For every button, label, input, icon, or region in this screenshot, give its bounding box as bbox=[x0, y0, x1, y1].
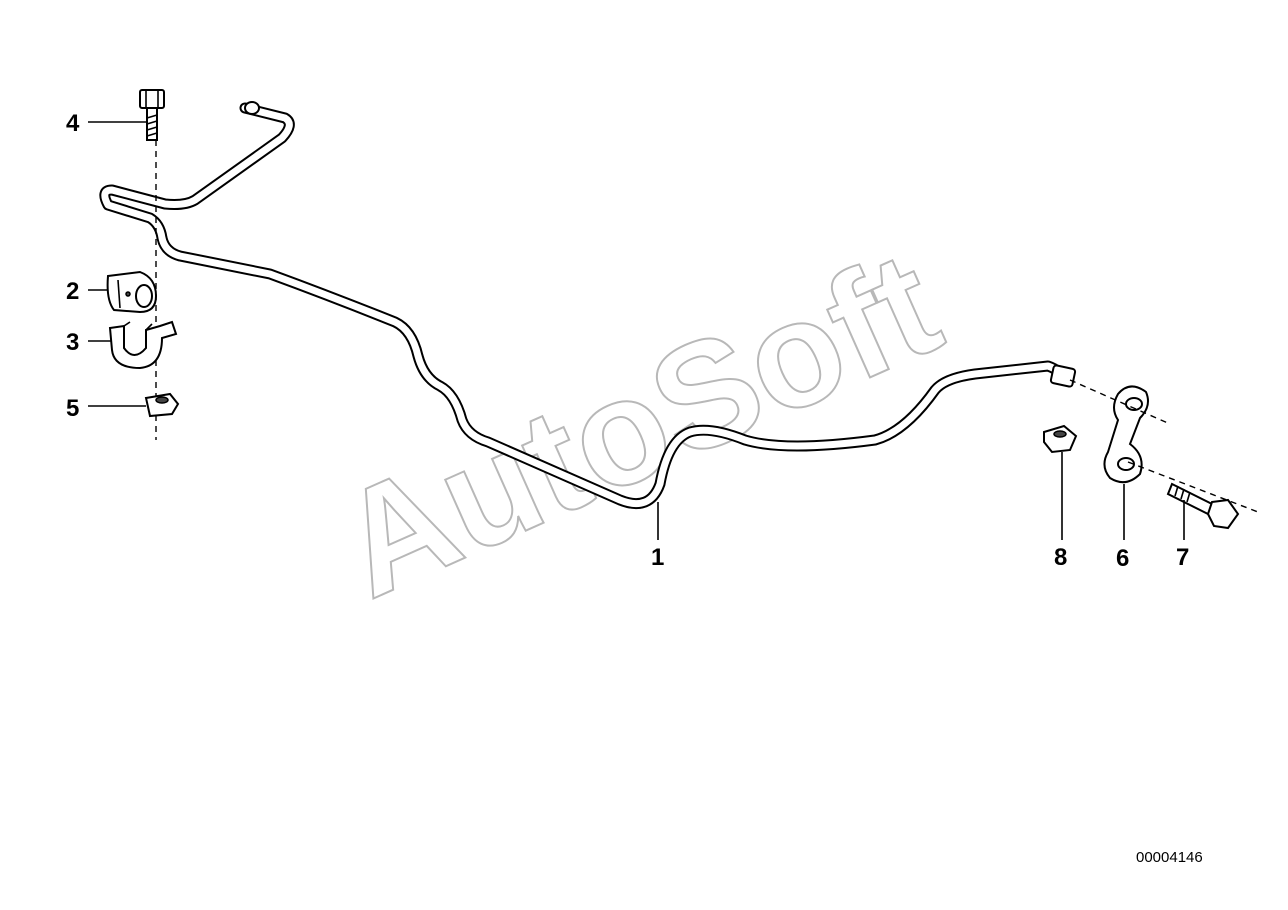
stabilizer-bar bbox=[99, 101, 1077, 509]
callout-2: 2 bbox=[66, 278, 79, 305]
link-part-6 bbox=[1103, 385, 1149, 484]
callout-1: 1 bbox=[651, 544, 664, 571]
callout-8: 8 bbox=[1054, 544, 1067, 571]
watermark: AutoSoft bbox=[315, 218, 962, 629]
callout-6: 6 bbox=[1116, 545, 1129, 572]
bolt-part-7 bbox=[1166, 482, 1240, 530]
callout-5: 5 bbox=[66, 395, 79, 422]
callout-7: 7 bbox=[1176, 544, 1189, 571]
callout-3: 3 bbox=[66, 329, 79, 356]
right-upper-assembly-axis bbox=[1069, 379, 1171, 425]
holder-part-3 bbox=[108, 320, 178, 370]
document-number: 00004146 bbox=[1136, 849, 1203, 866]
callout-4: 4 bbox=[66, 110, 80, 137]
right-lower-assembly-axis bbox=[1127, 461, 1259, 513]
bolt-part-4 bbox=[139, 89, 165, 141]
rubber-mounting-part-2 bbox=[106, 270, 158, 314]
nut-part-8 bbox=[1043, 424, 1078, 454]
nut-part-5 bbox=[144, 392, 180, 418]
